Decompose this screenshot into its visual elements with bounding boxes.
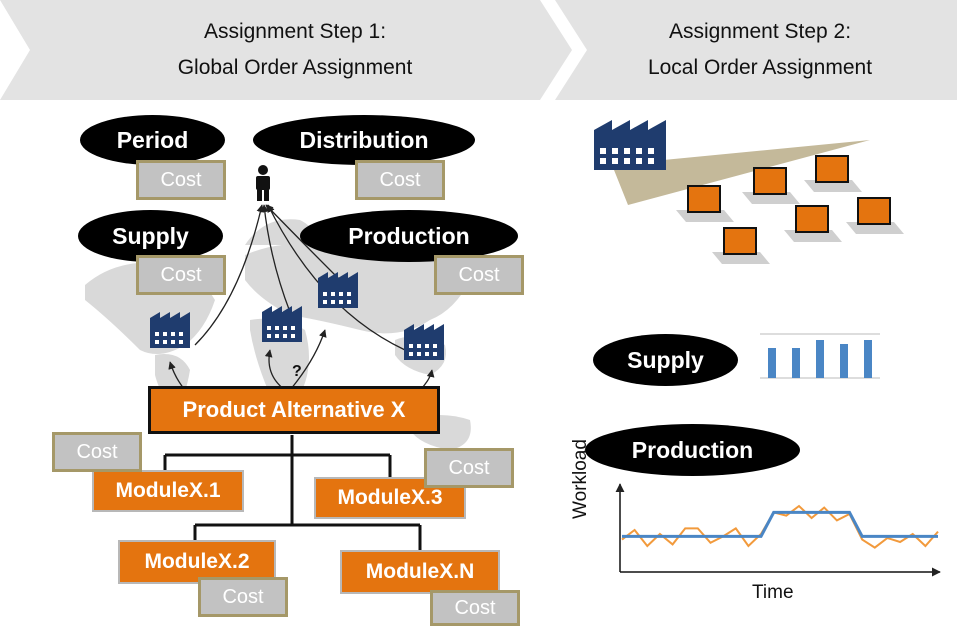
factory-icon: [262, 306, 302, 342]
question-mark: ?: [292, 363, 302, 380]
step2-line2: Local Order Assignment: [647, 56, 873, 79]
chart-ylabel: Workload: [570, 439, 591, 519]
step1-line1: Assignment Step 1:: [203, 20, 387, 43]
workstation-icon: [784, 205, 842, 242]
factory-icon: [594, 120, 666, 170]
supply-bar: [768, 348, 776, 378]
chart-xlabel: Time: [752, 582, 794, 603]
workstation-icon: [804, 155, 862, 192]
workload-plan-line: [622, 510, 938, 538]
workstations: [676, 155, 904, 264]
workstation-icon: [846, 197, 904, 234]
module-xn-cost: Cost: [430, 590, 520, 626]
step1-line2: Global Order Assignment: [177, 56, 413, 79]
factory-icon: [150, 312, 190, 348]
right-supply-oval: Supply: [593, 334, 738, 386]
distribution-oval: Distribution: [253, 115, 475, 165]
workstation-icon: [742, 167, 800, 204]
distribution-cost: Cost: [355, 160, 445, 200]
workstation-icon: [712, 227, 770, 264]
supply-bar: [840, 344, 848, 378]
step2-chevron: [555, 0, 957, 100]
step2-header: Assignment Step 2: Local Order Assignmen…: [590, 14, 930, 86]
person-icon: [256, 165, 270, 201]
module-x3: ModuleX.3: [314, 477, 466, 519]
supply-bar-chart: [760, 333, 880, 379]
step1-chevron: [0, 0, 572, 100]
workload-actual-line: [621, 504, 939, 549]
product-alternative-box: Product Alternative X: [148, 386, 440, 434]
period-oval: Period: [80, 115, 225, 165]
workstation-icon: [676, 185, 734, 222]
module-x1-cost: Cost: [52, 432, 142, 472]
module-x2: ModuleX.2: [118, 540, 276, 584]
module-x3-cost: Cost: [424, 448, 514, 488]
production-cost: Cost: [434, 255, 524, 295]
period-cost: Cost: [136, 160, 226, 200]
supply-bar: [816, 340, 824, 378]
module-x1: ModuleX.1: [92, 470, 244, 512]
module-connectors: [163, 435, 422, 550]
module-xn: ModuleX.N: [340, 550, 500, 594]
step2-line1: Assignment Step 2:: [668, 20, 852, 43]
production-oval: Production: [300, 210, 518, 262]
step1-header: Assignment Step 1: Global Order Assignme…: [130, 14, 460, 86]
assignment-cone: [612, 140, 870, 205]
right-production-oval: Production: [585, 424, 800, 476]
supply-cost: Cost: [136, 255, 226, 295]
production-line-chart: [615, 483, 941, 577]
supply-bar: [792, 348, 800, 378]
factory-icon: [318, 272, 358, 308]
module-x2-cost: Cost: [198, 577, 288, 617]
supply-bar: [864, 340, 872, 378]
factory-icon: [404, 324, 444, 360]
supply-oval: Supply: [78, 210, 223, 262]
